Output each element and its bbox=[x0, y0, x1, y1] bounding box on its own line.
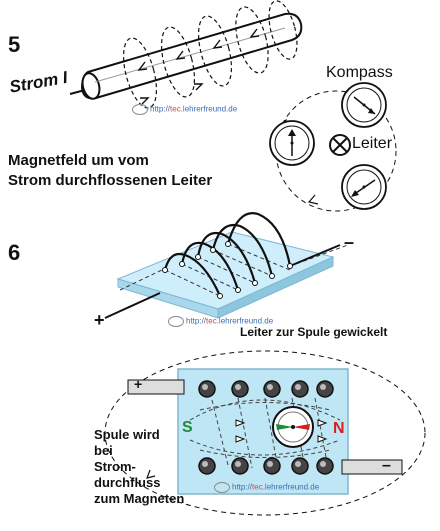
conductor-cross-icon bbox=[329, 134, 351, 156]
caption7-line4: durchfluss bbox=[94, 475, 161, 490]
minus-terminal bbox=[341, 459, 403, 475]
conductor-label: Leiter bbox=[352, 135, 393, 152]
magnet-plus-label: + bbox=[134, 376, 143, 392]
field-arrows bbox=[137, 28, 260, 105]
section-number-5: 5 bbox=[8, 32, 21, 57]
coil-label: Leiter zur Spule gewickelt bbox=[240, 325, 388, 339]
compass-top bbox=[341, 82, 387, 128]
wire-cylinder bbox=[80, 12, 303, 100]
compass-label: Kompass bbox=[326, 64, 393, 81]
section5-wire-diagram bbox=[69, 0, 303, 109]
caption7-line5: zum Magneten bbox=[94, 491, 185, 506]
watermark-7: http://tec.lehrerfreund.de bbox=[214, 482, 319, 493]
south-pole-label: S bbox=[182, 419, 193, 436]
caption7-line3: Strom- bbox=[94, 459, 136, 474]
outer-field-loop bbox=[104, 350, 426, 516]
compass-needle-icon bbox=[272, 406, 314, 448]
caption7-line2: bei bbox=[94, 443, 113, 458]
coil-holes bbox=[198, 380, 334, 475]
watermark-5: http://tec.lehrerfreund.de bbox=[132, 104, 237, 115]
coil-plus-label: + bbox=[94, 310, 105, 330]
section-number-6: 6 bbox=[8, 240, 21, 265]
compass-bottom bbox=[341, 164, 387, 210]
watermark-logo-icon bbox=[168, 316, 184, 327]
section6-coil-diagram bbox=[104, 212, 349, 319]
plus-terminal bbox=[127, 379, 185, 395]
coil-minus-label: – bbox=[344, 232, 355, 252]
watermark-logo-icon bbox=[132, 104, 148, 115]
section7-magnet-diagram bbox=[104, 350, 426, 516]
watermark-6: http://tec.lehrerfreund.de bbox=[168, 316, 273, 327]
watermark-logo-icon bbox=[214, 482, 230, 493]
north-pole-label: N bbox=[333, 420, 345, 437]
caption5-line1: Magnetfeld um vom bbox=[8, 152, 149, 169]
compass-left bbox=[269, 120, 315, 166]
caption5-line2: Strom durchflossenen Leiter bbox=[8, 172, 213, 189]
coil-board-side bbox=[217, 256, 334, 319]
wire-end bbox=[81, 72, 101, 100]
magnet-minus-label: – bbox=[382, 457, 391, 474]
caption7-line1: Spule wird bbox=[94, 427, 160, 442]
